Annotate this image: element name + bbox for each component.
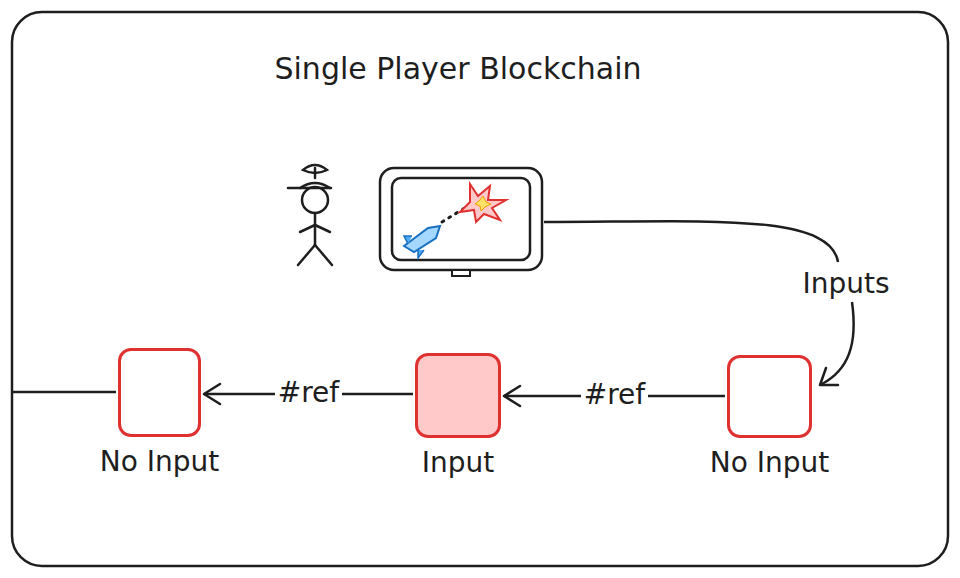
- block-node: Input: [415, 353, 501, 479]
- chain-line: [12, 391, 116, 394]
- inputs-arrow: [822, 302, 854, 384]
- outer-frame: [12, 12, 948, 566]
- block-node: No Input: [710, 355, 829, 479]
- block-label: No Input: [100, 445, 219, 478]
- edge-label: #ref: [275, 376, 342, 409]
- block-box: [415, 353, 501, 438]
- stick-figure: [288, 165, 332, 265]
- arrow-head: [504, 386, 520, 406]
- game-monitor: [380, 168, 542, 276]
- block-label: Input: [422, 446, 495, 479]
- block-box: [727, 355, 812, 438]
- diagram-title: Single Player Blockchain: [274, 51, 641, 86]
- flow-label: Inputs: [799, 267, 892, 300]
- block-box: [118, 348, 201, 437]
- block-node: No Input: [100, 348, 219, 478]
- arrow-head: [820, 368, 838, 385]
- edge-label: #ref: [581, 378, 648, 411]
- block-label: No Input: [710, 446, 829, 479]
- arrow-head: [204, 384, 220, 404]
- inputs-line: [544, 221, 838, 262]
